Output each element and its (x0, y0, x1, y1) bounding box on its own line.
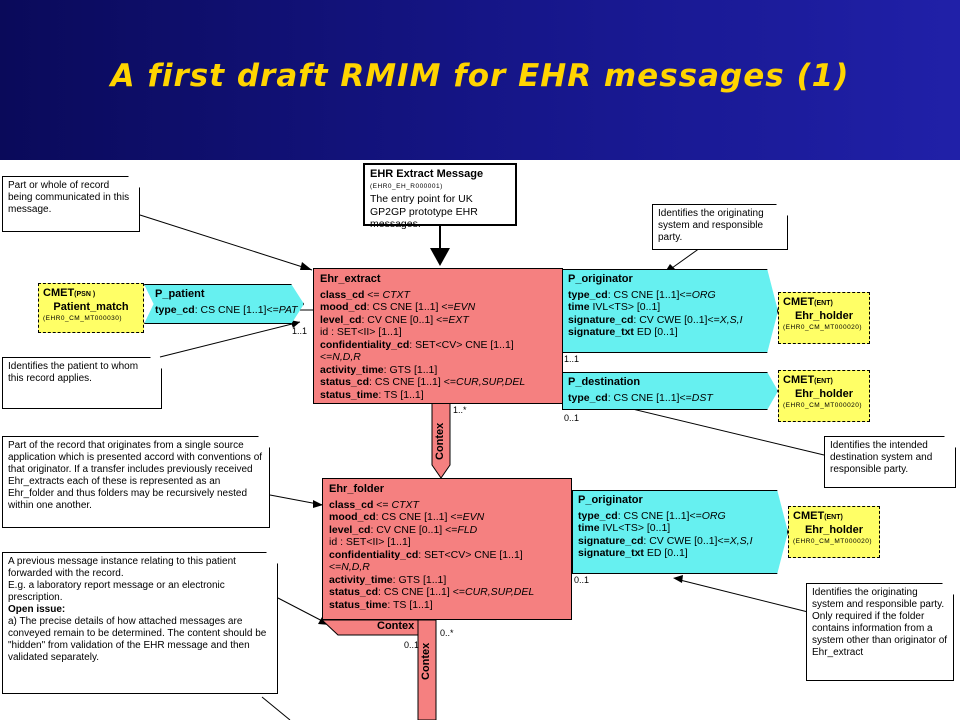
mult-orig-top: 1..1 (564, 354, 580, 364)
note-text: E.g. a laboratory report message or an e… (8, 580, 225, 603)
cmet-ehr-holder-2: CMET(ENT) Ehr_holder (EHR0_CM_MT000020) (778, 370, 870, 422)
mult-dest: 0..1 (564, 413, 580, 423)
attr-row: type_cd: CS CNE [1..1]<=PAT (155, 303, 298, 316)
cmet-kind: (PSN ) (74, 291, 96, 298)
p-destination-class: P_destination type_cd: CS CNE [1..1]<=DS… (562, 372, 778, 410)
mult-orig-bottom: 0..1 (574, 575, 590, 585)
attr-row: type_cd: CS CNE [1..1]<=ORG (568, 288, 716, 301)
mult-folder-ctx-a: 0..1 (404, 640, 420, 650)
mult-extract-ctx: 1..* (453, 405, 467, 415)
slide-title: A first draft RMIM for EHR messages (1) (110, 58, 850, 94)
attr-row: activity_time: GTS [1..1] (329, 573, 447, 586)
p-patient-class: P_patient type_cd: CS CNE [1..1]<=PAT (144, 284, 304, 324)
cmet-tag: CMET (43, 287, 75, 299)
leader-orig-bottom (679, 579, 809, 613)
note-originator-bottom: Identifies the originating system and re… (806, 583, 954, 681)
cmet-name: Patient_match (53, 301, 129, 313)
context-label-2: Contex (420, 642, 432, 680)
attr-row: signature_txt ED [0..1] (578, 547, 688, 559)
note-previous-message: A previous message instance relating to … (2, 552, 278, 694)
class-name: P_patient (155, 288, 205, 300)
entry-heading: EHR Extract Message (370, 168, 484, 180)
cmet-patient-match: CMET(PSN ) Patient_match (EHR0_CM_MT0000… (38, 283, 144, 333)
attr-row: class_cd <= CTXT (320, 288, 410, 301)
note-issue-heading: Open issue: (8, 604, 66, 615)
entry-text: The entry point for UK GP2GP prototype E… (370, 193, 478, 230)
class-name: Ehr_extract (320, 273, 381, 285)
cmet-ehr-holder-3: CMET(ENT) Ehr_holder (EHR0_CM_MT000020) (788, 506, 880, 558)
attr-row: confidentiality_cd: SET<CV> CNE [1..1] <… (329, 548, 523, 574)
note-patient: Identifies the patient to whom this reco… (2, 357, 162, 409)
note-text: Identifies the originating system and re… (812, 587, 948, 658)
attr-row: id : SET<II> [1..1] (329, 536, 411, 548)
entry-code: (EHR0_EH_R000001) (370, 182, 443, 190)
attr-row: status_cd: CS CNE [1..1] <=CUR,SUP,DEL (329, 586, 535, 598)
attr-row: status_time: TS [1..1] (320, 388, 424, 401)
note-text: a) The precise details of how attached m… (8, 616, 267, 663)
leader-patient (159, 321, 301, 358)
entry-arrow (430, 248, 450, 266)
note-text: Identifies the originating system and re… (658, 208, 764, 243)
note-folder: Part of the record that originates from … (2, 436, 270, 528)
class-name: P_destination (568, 376, 641, 388)
attr-row: activity_time: GTS [1..1] (320, 363, 438, 376)
note-text: Part of the record that originates from … (8, 440, 263, 511)
note-destination: Identifies the intended destination syst… (824, 436, 956, 488)
attr-row: type_cd: CS CNE [1..1]<=ORG (578, 509, 726, 522)
leader-destination (619, 405, 825, 456)
attr-row: mood_cd: CS CNE [1..1] <=EVN (320, 301, 476, 313)
mult-patient: 1..1 (292, 326, 308, 336)
context-label-1: Contex (434, 422, 446, 460)
note-originator-top: Identifies the originating system and re… (652, 204, 788, 250)
attr-row: signature_cd: CV CWE [0..1]<=X,S,I (578, 534, 753, 547)
cmet-ehr-holder-1: CMET(ENT) Ehr_holder (EHR0_CM_MT000020) (778, 292, 870, 344)
cmet-code: (EHR0_CM_MT000030) (43, 315, 123, 322)
attr-row: status_time: TS [1..1] (329, 598, 433, 611)
attr-row: signature_txt ED [0..1] (568, 326, 678, 338)
leader-record-part (139, 214, 313, 271)
entry-point-box: EHR Extract Message (EHR0_EH_R000001) Th… (363, 163, 517, 230)
attr-row: confidentiality_cd: SET<CV> CNE [1..1] <… (320, 338, 514, 364)
p-originator-top-class: P_originator type_cd: CS CNE [1..1]<=ORG… (562, 269, 778, 353)
note-text: Identifies the intended destination syst… (830, 440, 933, 475)
attr-row: signature_cd: CV CWE [0..1]<=X,S,I (568, 313, 743, 326)
note-text: Part or whole of record being communicat… (8, 180, 130, 215)
note-text: Identifies the patient to whom this reco… (8, 361, 139, 384)
leader-orig-top (671, 247, 701, 269)
attr-row: level_cd: CV CNE [0..1] <=EXT (320, 313, 469, 326)
class-name: P_originator (568, 273, 633, 285)
note-record-part: Part or whole of record being communicat… (2, 176, 140, 232)
attr-row: mood_cd: CS CNE [1..1] <=EVN (329, 511, 485, 523)
mult-folder-ctx-b: 0..* (440, 628, 454, 638)
attr-row: level_cd: CV CNE [0..1] <=FLD (329, 523, 478, 536)
slide-header: A first draft RMIM for EHR messages (1) (0, 0, 960, 160)
attr-row: status_cd: CS CNE [1..1] <=CUR,SUP,DEL (320, 376, 526, 388)
p-originator-bottom-class: P_originator type_cd: CS CNE [1..1]<=ORG… (572, 490, 788, 574)
note-text: A previous message instance relating to … (8, 556, 236, 579)
attr-row: time IVL<TS> [0..1] (578, 522, 671, 534)
context-connector-2 (417, 619, 437, 720)
class-name: Ehr_folder (329, 483, 385, 495)
class-name: P_originator (578, 494, 643, 506)
attr-row: time IVL<TS> [0..1] (568, 301, 661, 313)
context-label-h: Contex (377, 620, 415, 632)
attr-row: class_cd <= CTXT (329, 498, 419, 511)
attr-row: id : SET<II> [1..1] (320, 326, 402, 338)
attr-row: type_cd: CS CNE [1..1]<=DST (568, 391, 713, 404)
